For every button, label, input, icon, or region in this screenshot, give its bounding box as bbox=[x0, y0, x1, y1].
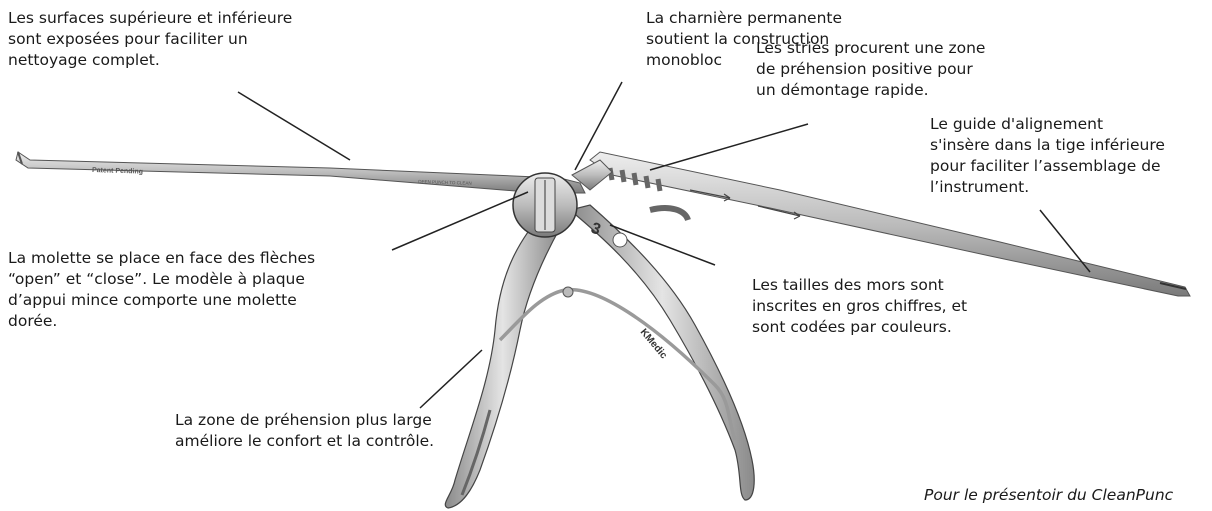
footer-note: Pour le présentoir du CleanPunc bbox=[924, 486, 1173, 504]
callout-stries: Les stries procurent une zone de préhens… bbox=[756, 38, 1046, 101]
leader-stries bbox=[650, 124, 808, 170]
callout-molette: La molette se place en face des flèches … bbox=[8, 248, 408, 332]
left-handle bbox=[445, 210, 560, 508]
callout-guide: Le guide d'alignement s'insère dans la t… bbox=[930, 114, 1210, 198]
thumb-wheel bbox=[513, 173, 577, 237]
upper-shaft: Patent Pending OPEN PUNCH TO CLEAN bbox=[16, 152, 585, 193]
callout-surfaces: Les surfaces supérieure et inférieure so… bbox=[8, 8, 348, 71]
leader-surfaces bbox=[238, 92, 350, 160]
leader-zone bbox=[420, 350, 482, 408]
handle-hole bbox=[613, 233, 627, 247]
callout-tailles: Les tailles des mors sont inscrites en g… bbox=[752, 275, 1072, 338]
callout-zone: La zone de préhension plus large amélior… bbox=[175, 410, 495, 452]
shaft-engraving: Patent Pending bbox=[92, 167, 143, 176]
leader-molette bbox=[392, 192, 528, 250]
shaft-small-engraving: OPEN PUNCH TO CLEAN bbox=[418, 179, 472, 186]
